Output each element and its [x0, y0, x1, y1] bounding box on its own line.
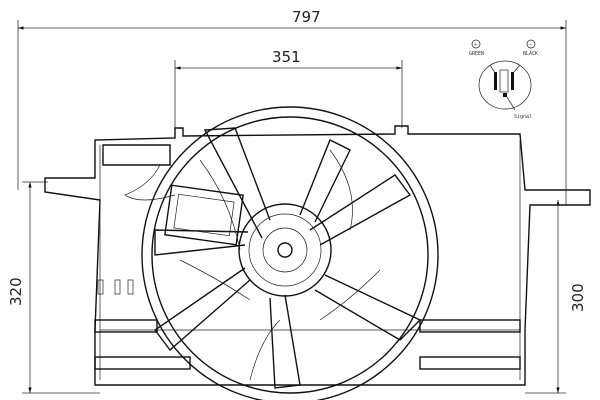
- dimension-label-320: 320: [7, 277, 25, 306]
- connector-pinout-diagram: + − GREEN BLACK Signal: [469, 39, 538, 120]
- dimension-right-height: 300: [525, 200, 587, 394]
- fan-blades: [154, 127, 422, 389]
- fan-shroud: [44, 125, 591, 386]
- fan: [102, 106, 439, 400]
- negative-terminal-icon: [526, 39, 536, 49]
- dimension-label-351: 351: [272, 48, 301, 66]
- signal-wire-label: Signal: [514, 114, 532, 120]
- svg-text:−: −: [529, 42, 532, 48]
- dimension-label-300: 300: [569, 283, 587, 312]
- positive-terminal-icon: [471, 39, 481, 49]
- black-wire-label: BLACK: [523, 51, 538, 57]
- green-wire-label: GREEN: [469, 51, 484, 57]
- harness-connector: [102, 144, 171, 166]
- mount-clip: [419, 356, 521, 370]
- dimension-label-797: 797: [292, 8, 321, 26]
- svg-text:+: +: [474, 42, 477, 48]
- mount-clip: [94, 319, 158, 333]
- motor-hub: [238, 203, 332, 297]
- mount-clip: [94, 356, 191, 370]
- dimension-overall-width: 797: [17, 8, 567, 205]
- motor-controller: [164, 184, 244, 246]
- dimension-mount-spacing: 351: [174, 48, 403, 128]
- dimension-left-height: 320: [7, 181, 100, 394]
